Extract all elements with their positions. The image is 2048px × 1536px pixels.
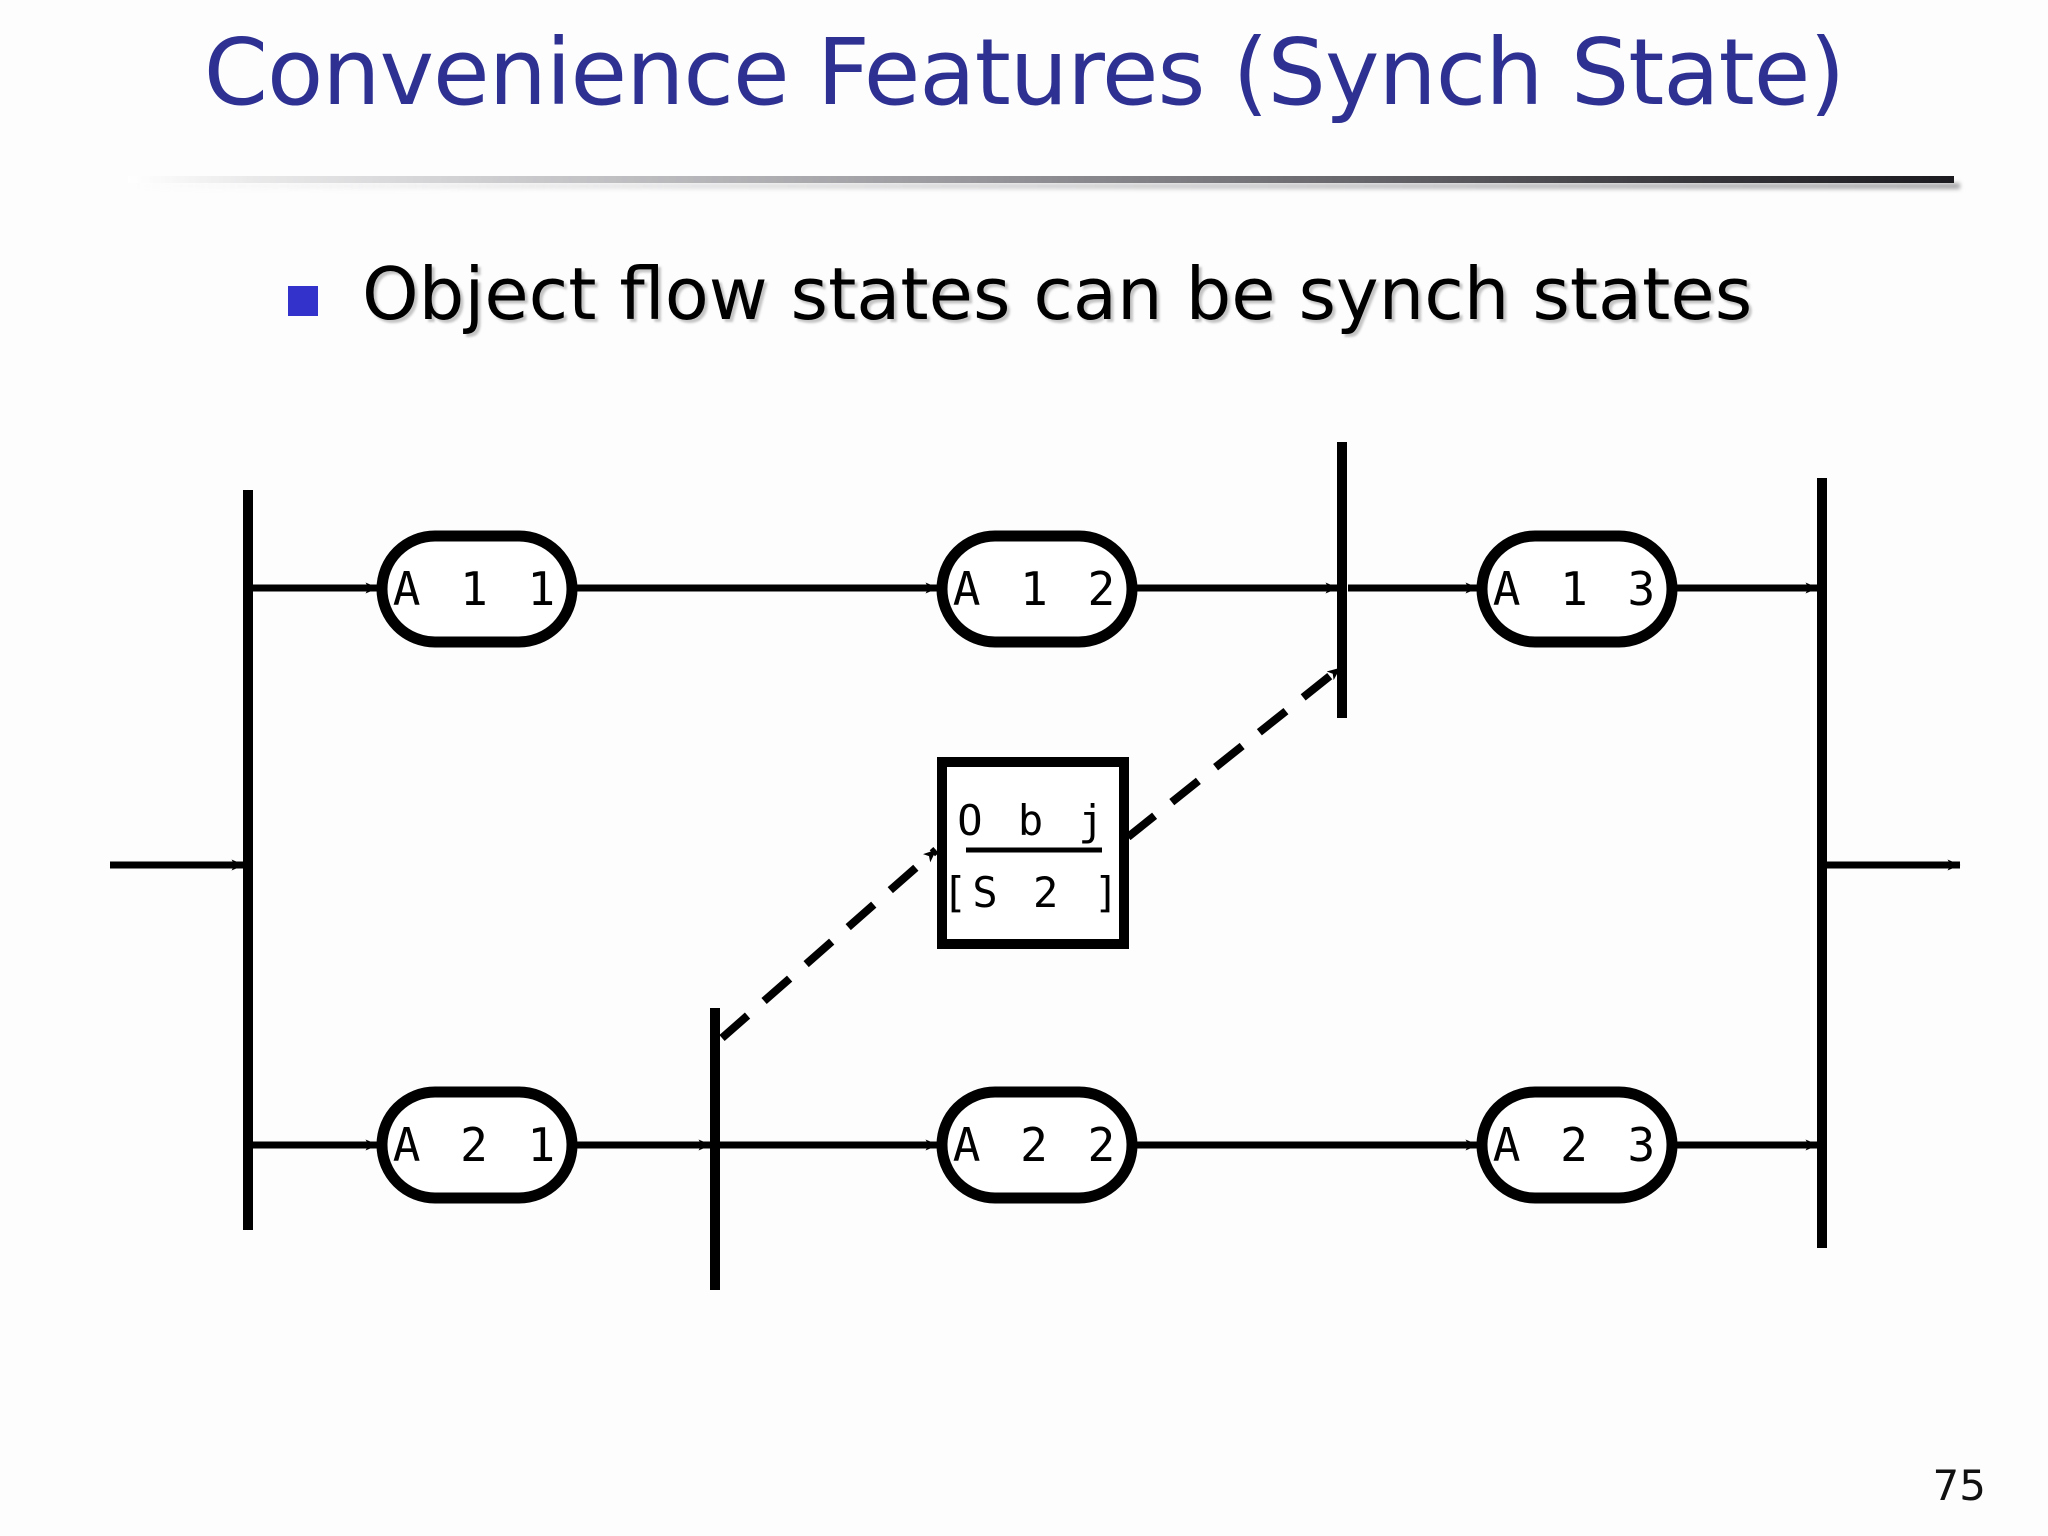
title-divider bbox=[128, 176, 1954, 183]
object-flow-dashed-in bbox=[719, 846, 939, 1042]
activity-node-a13: A 1 3 bbox=[1476, 530, 1678, 648]
object-node-state: [S 2 ] bbox=[942, 868, 1124, 917]
activity-label-a11: A 1 1 bbox=[393, 562, 561, 616]
activity-label-a21: A 2 1 bbox=[393, 1118, 561, 1172]
title-divider-shadow bbox=[134, 183, 1960, 189]
square-bullet-icon bbox=[288, 286, 318, 316]
activity-node-a21: A 2 1 bbox=[376, 1086, 578, 1204]
activity-label-a23: A 2 3 bbox=[1493, 1118, 1661, 1172]
activity-node-a11: A 1 1 bbox=[376, 530, 578, 648]
page-title: Convenience Features (Synch State) bbox=[203, 19, 1846, 126]
page-number: 75 bbox=[1932, 1461, 1986, 1510]
activity-node-a12: A 1 2 bbox=[936, 530, 1138, 648]
activity-diagram: A 1 1 A 1 2 A 1 3 O b j [S 2 ] A 2 1 bbox=[110, 442, 1961, 1290]
object-flow-dashed-out bbox=[1125, 664, 1343, 841]
object-node-name: O b j bbox=[957, 796, 1108, 845]
activity-label-a12: A 1 2 bbox=[953, 562, 1121, 616]
bullet-list-item: Object flow states can be synch states bbox=[288, 252, 1752, 336]
object-flow-node: O b j [S 2 ] bbox=[937, 757, 1129, 949]
activity-node-a23: A 2 3 bbox=[1476, 1086, 1678, 1204]
activity-label-a22: A 2 2 bbox=[953, 1118, 1121, 1172]
activity-node-a22: A 2 2 bbox=[936, 1086, 1138, 1204]
bullet-item-label: Object flow states can be synch states bbox=[362, 252, 1753, 336]
activity-label-a13: A 1 3 bbox=[1493, 562, 1661, 616]
